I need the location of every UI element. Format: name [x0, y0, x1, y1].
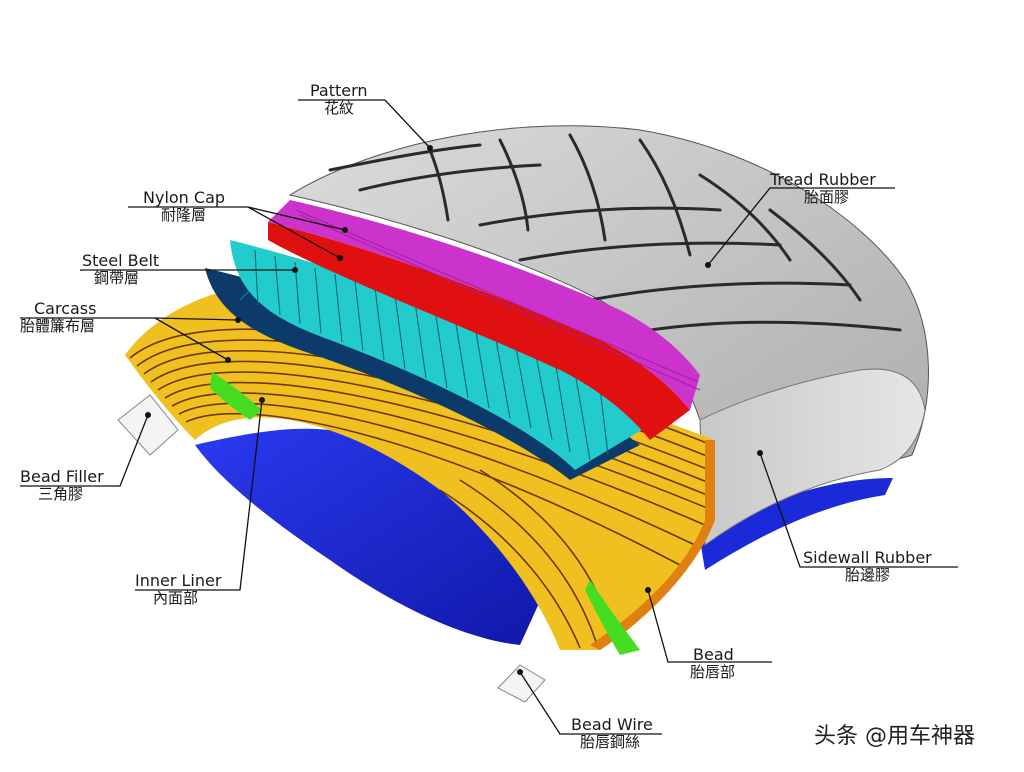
- label-carcass-en: Carcass: [34, 299, 97, 318]
- label-pattern: Pattern 花紋: [310, 81, 368, 118]
- label-sidewall-rubber: Sidewall Rubber 胎邊膠: [803, 548, 932, 585]
- watermark: 头条 @用车神器: [814, 724, 975, 749]
- label-bead-wire-zh: 胎唇鋼絲: [580, 733, 641, 752]
- label-bead-filler: Bead Filler 三角膠: [20, 467, 104, 504]
- label-bead-zh: 胎唇部: [690, 663, 736, 682]
- label-nylon-cap-en: Nylon Cap: [143, 188, 226, 207]
- label-bead-filler-en: Bead Filler: [20, 467, 104, 486]
- label-nylon-cap: Nylon Cap 耐隆層: [143, 188, 226, 225]
- label-tread-rubber-en: Tread Rubber: [770, 170, 876, 189]
- sidewall-face-shape: [699, 368, 926, 546]
- steel-belt-lines: [254, 249, 609, 461]
- label-bead-wire-en: Bead Wire: [571, 715, 653, 734]
- inner-liner-right-shape: [700, 478, 893, 570]
- label-pattern-zh: 花紋: [324, 99, 355, 118]
- red-layer-shape: [268, 222, 690, 440]
- label-sidewall-rubber-en: Sidewall Rubber: [803, 548, 932, 567]
- leader-lines: [20, 99, 958, 735]
- label-steel-belt-zh: 鋼帶層: [94, 269, 140, 288]
- label-bead: Bead 胎唇部: [690, 645, 736, 682]
- label-pattern-en: Pattern: [310, 81, 368, 100]
- label-steel-belt-en: Steel Belt: [82, 251, 160, 270]
- label-bead-filler-zh: 三角膠: [38, 485, 84, 504]
- carcass-shape: [125, 285, 715, 650]
- inner-liner-shape: [195, 428, 545, 645]
- nylon-cap-shape: [268, 200, 700, 410]
- label-tread-rubber: Tread Rubber 胎面膠: [770, 170, 876, 207]
- tread-grooves: [328, 133, 902, 337]
- label-inner-liner: Inner Liner 內面部: [135, 571, 222, 608]
- bead-wire-left-shape: [117, 394, 179, 456]
- label-nylon-cap-zh: 耐隆層: [161, 206, 207, 225]
- label-bead-en: Bead: [693, 645, 734, 664]
- label-carcass-zh: 胎體簾布層: [20, 317, 96, 336]
- bead-filler-right-shape: [585, 580, 640, 655]
- label-steel-belt: Steel Belt 鋼帶層: [82, 251, 160, 288]
- label-inner-liner-zh: 內面部: [153, 589, 199, 608]
- label-tread-rubber-zh: 胎面膠: [804, 188, 850, 207]
- label-inner-liner-en: Inner Liner: [135, 571, 222, 590]
- label-carcass: Carcass 胎體簾布層: [20, 299, 97, 336]
- leader-dots: [145, 145, 763, 675]
- steel-belt-shape: [230, 240, 650, 470]
- bead-filler-shape: [210, 372, 262, 420]
- label-sidewall-rubber-zh: 胎邊膠: [845, 566, 891, 585]
- nylon-cap-lines: [295, 209, 701, 391]
- label-bead-wire: Bead Wire 胎唇鋼絲: [571, 715, 653, 752]
